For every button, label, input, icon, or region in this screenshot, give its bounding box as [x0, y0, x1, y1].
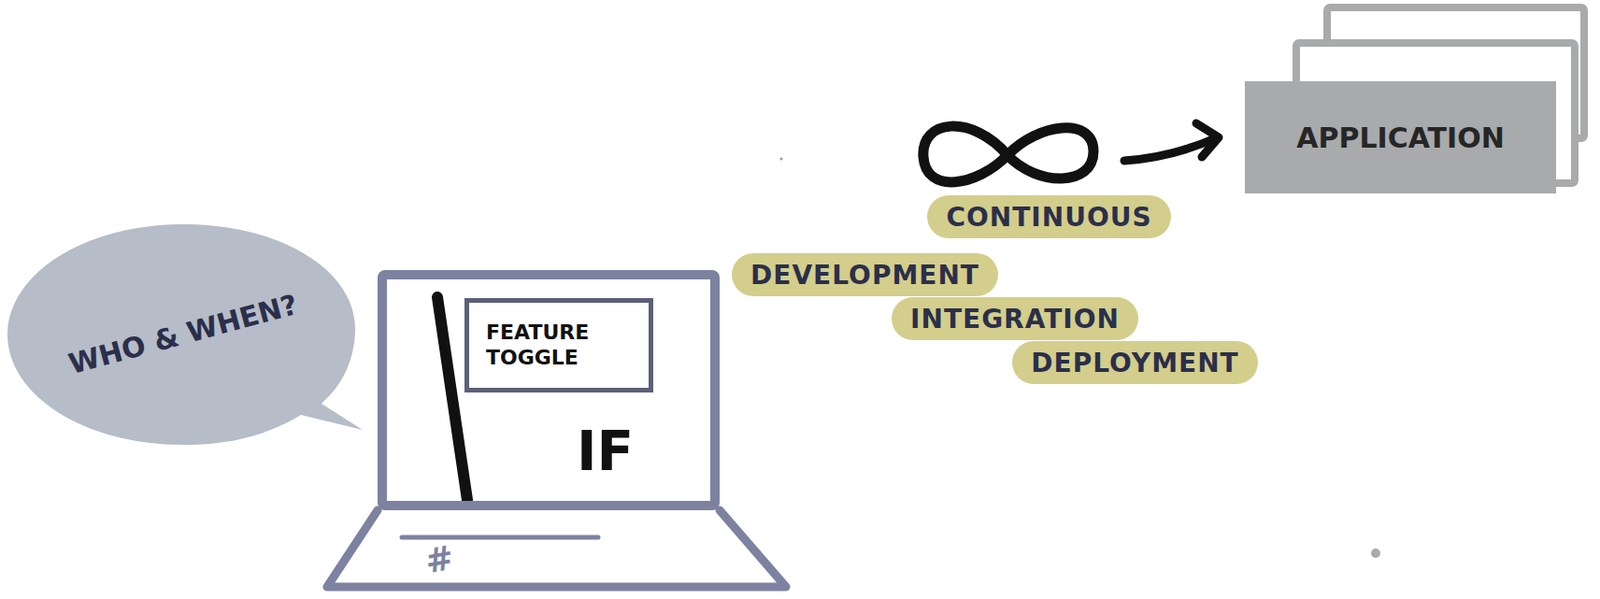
- pill-label: DEVELOPMENT: [731, 253, 999, 297]
- dot: [1371, 548, 1381, 558]
- node-text: FEATURE TOGGLE: [485, 320, 589, 371]
- keyboard-hash: #: [422, 538, 458, 582]
- pill-label: DEPLOYMENT: [1012, 341, 1258, 385]
- node-text: DEPLOYMENT: [1030, 347, 1239, 379]
- dot: [780, 157, 784, 161]
- node-text: INTEGRATION: [910, 303, 1120, 335]
- node-text: APPLICATION: [1296, 121, 1505, 155]
- node-text: DEVELOPMENT: [750, 259, 980, 291]
- keyboard-line: [401, 535, 599, 541]
- arrow-head: [1196, 123, 1219, 158]
- infinity-symbol: [923, 126, 1094, 183]
- node-text: CONTINUOUS: [945, 201, 1152, 233]
- laptop-base: [327, 510, 786, 587]
- laptop-screen: IF FEATURE TOGGLE: [377, 270, 720, 511]
- pill-label: INTEGRATION: [891, 297, 1139, 341]
- speech-bubble: WHO & WHEN?: [3, 216, 363, 451]
- flag-pole: [437, 297, 468, 500]
- pill-label: CONTINUOUS: [927, 195, 1172, 239]
- application-box: APPLICATION: [1244, 81, 1557, 194]
- bubble-outline: [7, 224, 363, 445]
- flag-sign: FEATURE TOGGLE: [464, 298, 654, 393]
- if-keyword: IF: [576, 419, 634, 484]
